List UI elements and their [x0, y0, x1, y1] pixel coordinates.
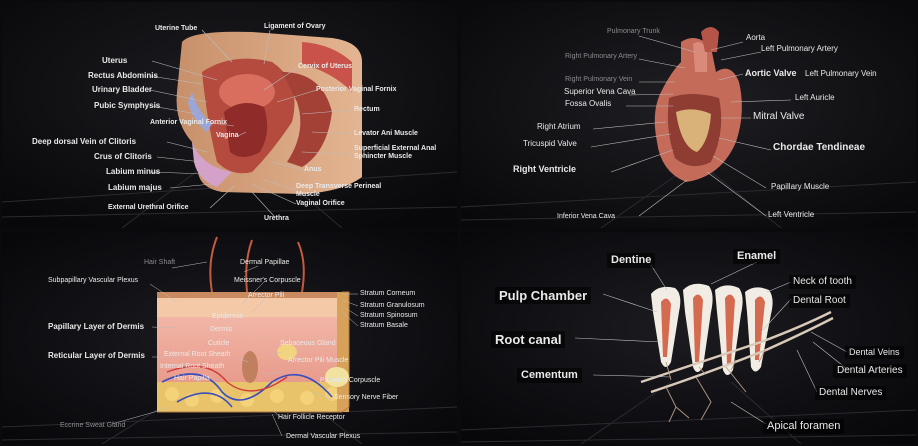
- label-root-canal: Root canal: [491, 331, 565, 348]
- label-stratum-granulosum: Stratum Granulosum: [360, 302, 425, 309]
- label-dental-arteries: Dental Arteries: [833, 364, 907, 378]
- label-inferior-vena-cava: Inferior Vena Cava: [557, 213, 615, 220]
- skin-scene: [2, 232, 457, 444]
- label-meissners-corpuscle: Meissner's Corpuscle: [234, 277, 301, 284]
- label-stratum-spinosum: Stratum Spinosum: [360, 312, 418, 319]
- label-dental-root: Dental Root: [789, 294, 850, 308]
- label-cuticle: Cuticle: [208, 340, 229, 347]
- label-hair-papilla: Hair Papilla: [174, 375, 210, 382]
- label-reticular-layer: Reticular Layer of Dermis: [48, 352, 145, 360]
- label-external-root-sheath: External Root Sheath: [164, 351, 231, 358]
- label-vagina: Vagina: [216, 132, 239, 139]
- label-internal-root-sheath: Internal Root Sheath: [160, 363, 224, 370]
- label-arrector-pili: Arrector Pili: [248, 292, 284, 299]
- label-vaginal-orifice: Vaginal Orifice: [296, 200, 345, 207]
- label-mitral-valve: Mitral Valve: [753, 112, 805, 122]
- label-anus: Anus: [304, 166, 322, 173]
- label-apical-foramen: Apical foramen: [763, 419, 844, 434]
- label-dental-nerves: Dental Nerves: [815, 386, 886, 400]
- label-right-atrium: Right Atrium: [537, 123, 581, 131]
- label-chordae-tendineae: Chordae Tendineae: [773, 143, 865, 153]
- label-eccrine-sweat-gland: Eccrine Sweat Gland: [60, 422, 125, 429]
- tooth-panel[interactable]: Dentine Enamel Pulp Chamber Neck of toot…: [461, 232, 916, 444]
- label-left-pulmonary-vein: Left Pulmonary Vein: [805, 70, 877, 78]
- label-dentine: Dentine: [607, 253, 655, 268]
- label-left-ventricle: Left Ventricle: [768, 211, 814, 219]
- label-cervix-of-uterus: Cervix of Uterus: [298, 63, 352, 70]
- label-labium-minus: Labium minus: [106, 168, 160, 176]
- label-stratum-corneum: Stratum Corneum: [360, 290, 415, 297]
- label-urinary-bladder: Urinary Bladder: [92, 86, 152, 94]
- label-uterus: Uterus: [102, 57, 127, 65]
- label-dermis: Dermis: [210, 326, 232, 333]
- label-ligament-of-ovary: Ligament of Ovary: [264, 23, 325, 30]
- label-crus-of-clitoris: Crus of Clitoris: [94, 153, 152, 161]
- label-sensory-nerve-fiber: Sensory Nerve Fiber: [334, 394, 398, 401]
- label-right-pulmonary-vein: Right Pulmonary Vein: [565, 76, 632, 83]
- label-neck-of-tooth: Neck of tooth: [789, 275, 856, 289]
- label-left-pulmonary-artery: Left Pulmonary Artery: [761, 45, 838, 53]
- label-superficial-anal-sphincter: Superficial External Anal Sphincter Musc…: [354, 145, 454, 161]
- label-aorta: Aorta: [746, 34, 765, 42]
- label-rectum: Rectum: [354, 106, 380, 113]
- label-external-urethral-orifice: External Urethral Orifice: [108, 204, 189, 211]
- label-dermal-papillae: Dermal Papillae: [240, 259, 289, 266]
- label-deep-dorsal-vein: Deep dorsal Vein of Clitoris: [32, 138, 136, 146]
- label-epidermis: Epidermis: [212, 313, 243, 320]
- label-rectus-abdominis: Rectus Abdominis: [88, 72, 158, 80]
- label-anterior-vaginal-fornix: Anterior Vaginal Fornix: [150, 119, 227, 126]
- label-enamel: Enamel: [733, 249, 780, 264]
- label-tricuspid-valve: Tricuspid Valve: [523, 140, 577, 148]
- label-papillary-muscle: Papillary Muscle: [771, 183, 829, 191]
- label-labium-majus: Labium majus: [108, 184, 162, 192]
- label-pulmonary-trunk: Pulmonary Trunk: [607, 28, 660, 35]
- label-levator-ani-muscle: Levator Ani Muscle: [354, 130, 418, 137]
- label-sebaceous-gland: Sebaceous Gland: [280, 340, 336, 347]
- heart-panel[interactable]: Pulmonary Trunk Aorta Right Pulmonary Ar…: [461, 2, 916, 228]
- label-urethra: Urethra: [264, 215, 289, 222]
- label-deep-transverse-perineal: Deep Transverse Perineal Muscle: [296, 183, 401, 199]
- label-stratum-basale: Stratum Basale: [360, 322, 408, 329]
- skin-panel[interactable]: Hair Shaft Dermal Papillae Subpapillary …: [2, 232, 457, 444]
- label-papillary-layer: Papillary Layer of Dermis: [48, 323, 144, 331]
- label-fossa-ovalis: Fossa Ovalis: [565, 100, 611, 108]
- label-superior-vena-cava: Superior Vena Cava: [564, 88, 636, 96]
- label-hair-shaft: Hair Shaft: [144, 259, 175, 266]
- label-right-ventricle: Right Ventricle: [513, 165, 576, 174]
- label-left-auricle: Left Auricle: [795, 94, 835, 102]
- label-posterior-vaginal-fornix: Posterior Vaginal Fornix: [316, 86, 397, 93]
- heart-scene: [461, 2, 916, 228]
- label-pubic-symphysis: Pubic Symphysis: [94, 102, 160, 110]
- label-aortic-valve: Aortic Valve: [745, 69, 797, 78]
- label-uterine-tube: Uterine Tube: [155, 25, 197, 32]
- label-pulp-chamber: Pulp Chamber: [495, 287, 591, 304]
- label-subpapillary-vascular-plexus: Subpapillary Vascular Plexus: [48, 277, 138, 284]
- label-arrector-pili-muscle: Arrector Pili Muscle: [288, 357, 348, 364]
- label-pacinian-corpuscle: Pacinian Corpuscle: [320, 377, 380, 384]
- label-dental-veins: Dental Veins: [845, 346, 904, 359]
- label-hair-follicle-receptor: Hair Follicle Receptor: [278, 414, 345, 421]
- pelvis-panel[interactable]: Uterine Tube Ligament of Ovary Uterus Ce…: [2, 2, 457, 228]
- label-right-pulmonary-artery: Right Pulmonary Artery: [565, 53, 637, 60]
- label-cementum: Cementum: [517, 368, 582, 383]
- label-dermal-vascular-plexus: Dermal Vascular Plexus: [286, 433, 360, 440]
